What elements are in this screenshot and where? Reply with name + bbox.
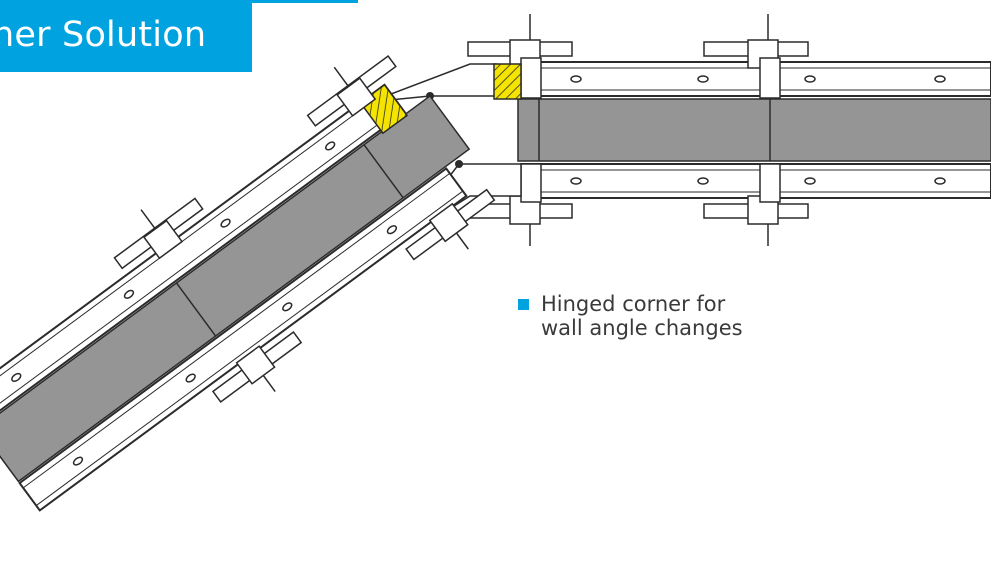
clamp-top-1 <box>467 14 573 99</box>
clamp-bottom-1 <box>467 163 573 246</box>
bottom-waler <box>520 163 991 199</box>
concrete-band-straight <box>517 98 991 162</box>
concrete-band-angled <box>0 94 471 483</box>
clamp-bottom-2 <box>703 163 809 246</box>
filler-hatch-straight <box>493 63 522 100</box>
title-banner: ner Solution <box>0 0 252 72</box>
straight-wall-section <box>467 14 991 246</box>
clamp-top-2 <box>703 14 809 99</box>
bullet-square <box>518 299 529 310</box>
page-title: ner Solution <box>0 15 207 55</box>
hinge-pin-inner <box>455 160 463 168</box>
angled-wall-section <box>0 55 496 512</box>
hinged-corner <box>369 63 522 241</box>
caption-line-2: wall angle changes <box>541 316 743 340</box>
caption-line-1: Hinged corner for <box>541 292 726 316</box>
feature-caption: Hinged corner for wall angle changes <box>541 292 743 340</box>
